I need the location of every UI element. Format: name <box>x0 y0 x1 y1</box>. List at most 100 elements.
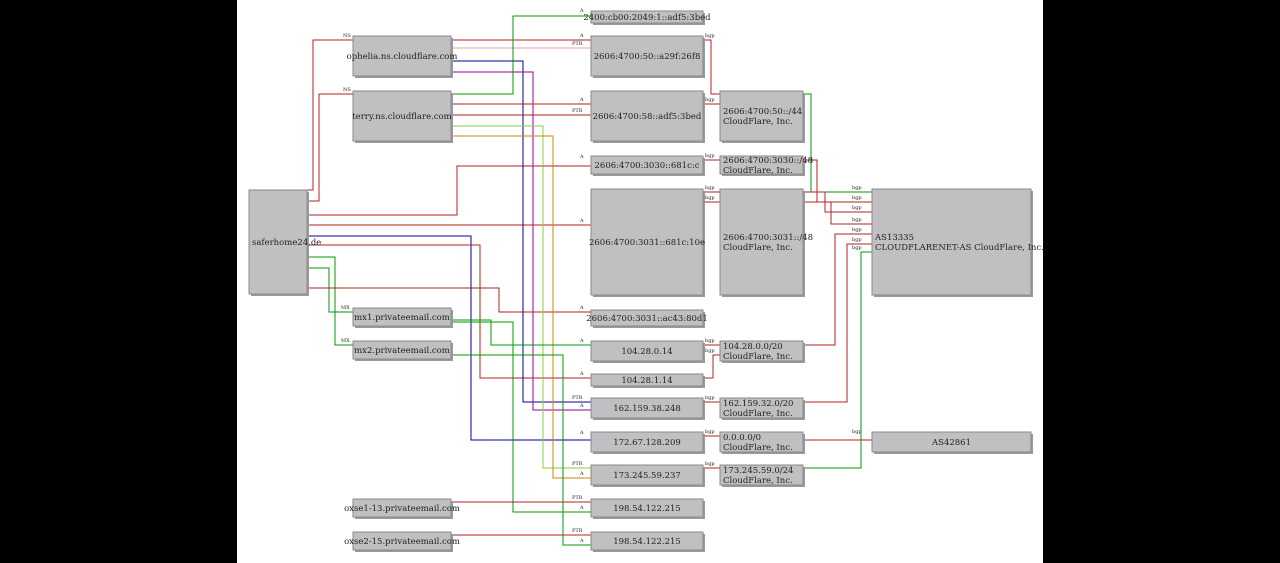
edge-label: bgp <box>705 195 715 201</box>
edge-label: PTR <box>572 108 583 114</box>
edge-label: bgp <box>852 195 862 201</box>
nodes-layer: saferhome24.de ophelia.ns.cloudflare.com t… <box>248 10 1043 552</box>
edge-label: A <box>579 154 584 160</box>
edge-2 <box>307 165 591 216</box>
edge-19 <box>451 354 591 546</box>
node-ip5[interactable]: 2606:4700:3031::681c:10e <box>589 188 705 297</box>
edge-4 <box>307 235 591 441</box>
node-ip10[interactable]: 172.67.128.209 <box>590 431 705 454</box>
node-label: 172.67.128.209 <box>613 438 681 448</box>
node-oxse2[interactable]: oxse2-15.privateemail.com <box>344 531 460 552</box>
edge-label: A <box>579 430 584 436</box>
edge-20 <box>451 319 591 346</box>
node-ip7[interactable]: 104.28.0.14 <box>590 340 705 363</box>
node-label: CloudFlare, Inc. <box>723 166 793 176</box>
node-label: 173.245.59.237 <box>613 471 681 481</box>
edge-label: bgp <box>705 33 715 39</box>
edge-label: A <box>579 338 584 344</box>
edge-label: bgp <box>852 429 862 435</box>
edge-label: A <box>579 218 584 224</box>
edge-38 <box>803 243 872 403</box>
node-ip8[interactable]: 104.28.1.14 <box>590 373 705 388</box>
node-label: 2606:4700:50::/44 <box>723 107 802 117</box>
node-label: oxse1-13.privateemail.com <box>344 504 460 514</box>
node-label: 2606:4700:3031::ac43:80d1 <box>586 314 708 324</box>
node-ns2[interactable]: terry.ns.cloudflare.com <box>352 90 453 143</box>
edge-label: bgp <box>852 205 862 211</box>
node-label: CloudFlare, Inc. <box>723 409 793 419</box>
node-label: CloudFlare, Inc. <box>723 476 793 486</box>
node-label: 162.159.32.0/20 <box>723 399 793 409</box>
edge-label: bgp <box>852 245 862 251</box>
node-label: 104.28.0.14 <box>621 347 672 357</box>
edge-label: bgp <box>705 461 715 467</box>
node-label: CloudFlare, Inc. <box>723 243 793 253</box>
node-label: 2400:cb00:2049:1::adf5:3bed <box>583 13 711 23</box>
node-ip12[interactable]: 198.54.122.215 <box>590 498 705 519</box>
node-ip9[interactable]: 162.159.38.248 <box>590 397 705 420</box>
edge-17 <box>451 135 591 479</box>
node-mx1[interactable]: mx1.privateemail.com <box>352 307 453 328</box>
edge-label: bgp <box>852 227 862 233</box>
edge-label: PTR <box>572 41 583 47</box>
edge-label: bgp <box>705 185 715 191</box>
edge-36 <box>803 201 872 225</box>
node-oxse1[interactable]: oxse1-13.privateemail.com <box>344 498 460 519</box>
edge-label: bgp <box>705 338 715 344</box>
edge-label: bgp <box>852 217 862 223</box>
node-label: 162.159.38.248 <box>613 404 681 414</box>
node-ns1[interactable]: ophelia.ns.cloudflare.com <box>347 35 458 78</box>
edge-label: bgp <box>705 97 715 103</box>
edge-label: bgp <box>705 429 715 435</box>
edge-0 <box>307 39 353 191</box>
node-ip11[interactable]: 173.245.59.237 <box>590 464 705 487</box>
edge-5 <box>307 244 591 379</box>
node-label: mx2.privateemail.com <box>354 346 450 356</box>
edge-39 <box>803 251 872 469</box>
edge-1 <box>307 93 353 202</box>
node-label: oxse2-15.privateemail.com <box>344 537 460 547</box>
node-ip1[interactable]: 2400:cb00:2049:1::adf5:3bed <box>583 10 711 25</box>
node-ip6[interactable]: 2606:4700:3031::ac43:80d1 <box>586 309 708 328</box>
edge-label: NS <box>343 87 351 93</box>
edge-label: bgp <box>852 237 862 243</box>
edge-label: bgp <box>705 395 715 401</box>
node-label: 2606:4700:3031::/48 <box>723 233 813 243</box>
edge-label: A <box>579 305 584 311</box>
edge-18 <box>451 321 591 513</box>
edge-label: A <box>579 97 584 103</box>
node-label: 173.245.59.0/24 <box>723 466 793 476</box>
node-ip3[interactable]: 2606:4700:58::adf5:3bed <box>590 90 705 143</box>
edge-label: A <box>579 505 584 511</box>
node-label: mx1.privateemail.com <box>354 313 450 323</box>
node-root[interactable]: saferhome24.de <box>248 189 321 296</box>
node-label: 198.54.122.215 <box>613 537 681 547</box>
node-label: CLOUDFLARENET-AS CloudFlare, Inc. <box>875 243 1043 253</box>
edge-12 <box>451 71 591 411</box>
node-label: 104.28.1.14 <box>621 376 672 386</box>
node-mx2[interactable]: mx2.privateemail.com <box>352 340 453 361</box>
node-label: 2606:4700:3031::681c:10e <box>589 238 705 248</box>
node-label: 2606:4700:50::a29f:26f8 <box>594 52 701 62</box>
node-ip4[interactable]: 2606:4700:3030::681c:c <box>590 155 705 176</box>
node-ip13[interactable]: 198.54.122.215 <box>590 531 705 552</box>
edge-label: NS <box>343 33 351 39</box>
node-as2[interactable]: AS42861 <box>871 431 1033 454</box>
edge-label: A <box>579 538 584 544</box>
edge-label: A <box>579 471 584 477</box>
node-ip2[interactable]: 2606:4700:50::a29f:26f8 <box>590 35 705 78</box>
edge-6 <box>307 256 353 346</box>
edge-label: PTR <box>572 461 583 467</box>
edge-33 <box>803 93 872 193</box>
